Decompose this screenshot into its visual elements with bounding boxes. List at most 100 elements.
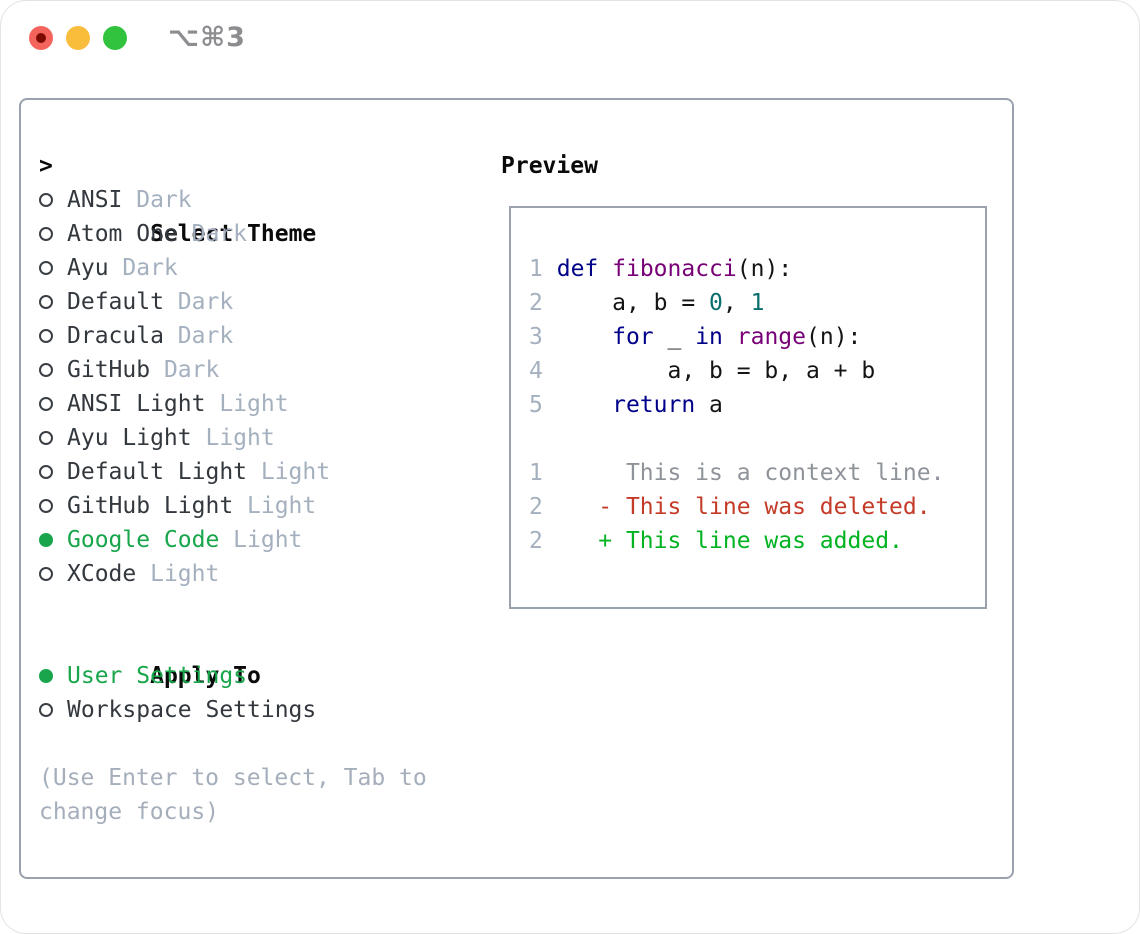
theme-name: ANSI <box>67 187 123 213</box>
code-token: a, b = <box>542 290 710 316</box>
hint-line-1: (Use Enter to select, Tab to <box>39 765 427 791</box>
line-number: 2 <box>529 494 543 520</box>
theme-variant: Light <box>219 391 289 417</box>
code-token: , <box>722 290 751 316</box>
code-token: for <box>612 324 654 350</box>
selected-radio-icon <box>39 669 53 683</box>
theme-option[interactable]: Google Code Light <box>39 523 479 557</box>
apply-to-option[interactable]: Workspace Settings <box>39 693 479 727</box>
apply-to-option[interactable]: User Settings <box>39 659 479 693</box>
code-token: range <box>736 324 807 350</box>
theme-variant: Dark <box>177 289 234 315</box>
theme-option[interactable]: ANSI Light Light <box>39 387 479 421</box>
apply-to-label: Workspace Settings <box>67 697 317 723</box>
code-token: in <box>695 324 723 350</box>
theme-name: Google Code <box>67 527 220 553</box>
radio-icon <box>39 703 53 717</box>
radio-icon <box>39 397 53 411</box>
titlebar: ⌥⌘3 <box>1 1 1139 75</box>
theme-name: Atom One <box>67 221 178 247</box>
spacer <box>39 591 479 625</box>
diff-text: This is a context line. <box>542 460 945 486</box>
theme-option[interactable]: Ayu Dark <box>39 251 479 285</box>
code-token: (n): <box>806 324 862 350</box>
diff-line-deleted: 2 - This line was deleted. <box>529 490 944 524</box>
theme-option[interactable]: Ayu Light Light <box>39 421 479 455</box>
theme-name: Ayu Light <box>67 425 192 451</box>
theme-option[interactable]: GitHub Light Light <box>39 489 479 523</box>
preview-title: Preview <box>501 153 598 179</box>
theme-variant: Dark <box>136 187 192 213</box>
blank-line <box>529 422 944 456</box>
code-token: 1 <box>750 290 765 316</box>
close-button[interactable] <box>29 26 53 50</box>
theme-variant: Light <box>233 527 303 553</box>
diff-text: - This line was deleted. <box>542 494 931 520</box>
theme-name: GitHub <box>67 357 151 383</box>
radio-icon <box>39 465 53 479</box>
radio-icon <box>39 499 53 513</box>
theme-name: Ayu <box>67 255 109 281</box>
theme-name: XCode <box>67 561 137 587</box>
code-token <box>543 256 557 282</box>
theme-variant: Dark <box>191 221 248 247</box>
apply-to-header: Apply To <box>39 625 479 689</box>
line-number: 1 <box>529 256 543 282</box>
radio-icon <box>39 431 53 445</box>
theme-variant: Light <box>260 459 331 485</box>
theme-variant: Light <box>247 493 317 519</box>
theme-name: GitHub Light <box>67 493 234 519</box>
theme-option[interactable]: ANSI Dark <box>39 183 479 217</box>
code-line: 2 a, b = 0, 1 <box>529 286 944 320</box>
radio-icon <box>39 295 53 309</box>
code-token: a <box>695 392 723 418</box>
selection-caret: > <box>39 153 53 179</box>
line-number: 3 <box>529 324 543 350</box>
window-title: ⌥⌘3 <box>168 22 246 53</box>
theme-option[interactable]: Default Light Light <box>39 455 479 489</box>
code-line: 5 return a <box>529 388 944 422</box>
code-line: 3 for _ in range(n): <box>529 320 944 354</box>
select-theme-header: > Select Theme <box>39 149 479 247</box>
theme-name: Dracula <box>67 323 164 349</box>
select-theme-title: Select Theme <box>150 221 317 247</box>
radio-icon <box>39 329 53 343</box>
theme-variant: Dark <box>177 323 234 349</box>
code-line: 1 def fibonacci(n): <box>529 252 944 286</box>
zoom-button[interactable] <box>103 26 127 50</box>
code-token: _ <box>653 324 696 350</box>
radio-icon <box>39 261 53 275</box>
line-number: 5 <box>529 392 543 418</box>
theme-option[interactable]: Atom One Dark <box>39 217 479 251</box>
code-token: def <box>556 256 599 282</box>
line-number: 2 <box>529 528 543 554</box>
theme-option[interactable]: Dracula Dark <box>39 319 479 353</box>
line-number: 1 <box>529 460 543 486</box>
line-number: 4 <box>529 358 543 384</box>
code-token <box>543 324 612 350</box>
apply-to-title: Apply To <box>150 663 261 689</box>
hint-line-2: change focus) <box>39 799 220 825</box>
theme-name: Default Light <box>67 459 248 485</box>
radio-icon <box>39 227 53 241</box>
line-number: 2 <box>529 290 543 316</box>
code-token: 0 <box>709 290 723 316</box>
diff-line-context: 1 This is a context line. <box>529 456 944 490</box>
radio-icon <box>39 363 53 377</box>
minimize-button[interactable] <box>66 26 90 50</box>
theme-variant: Dark <box>122 255 178 281</box>
theme-variant: Light <box>205 425 275 451</box>
apply-to-label: User Settings <box>67 663 248 689</box>
radio-icon <box>39 567 53 581</box>
theme-name: ANSI Light <box>67 391 206 417</box>
diff-line-added: 2 + This line was added. <box>529 524 944 558</box>
